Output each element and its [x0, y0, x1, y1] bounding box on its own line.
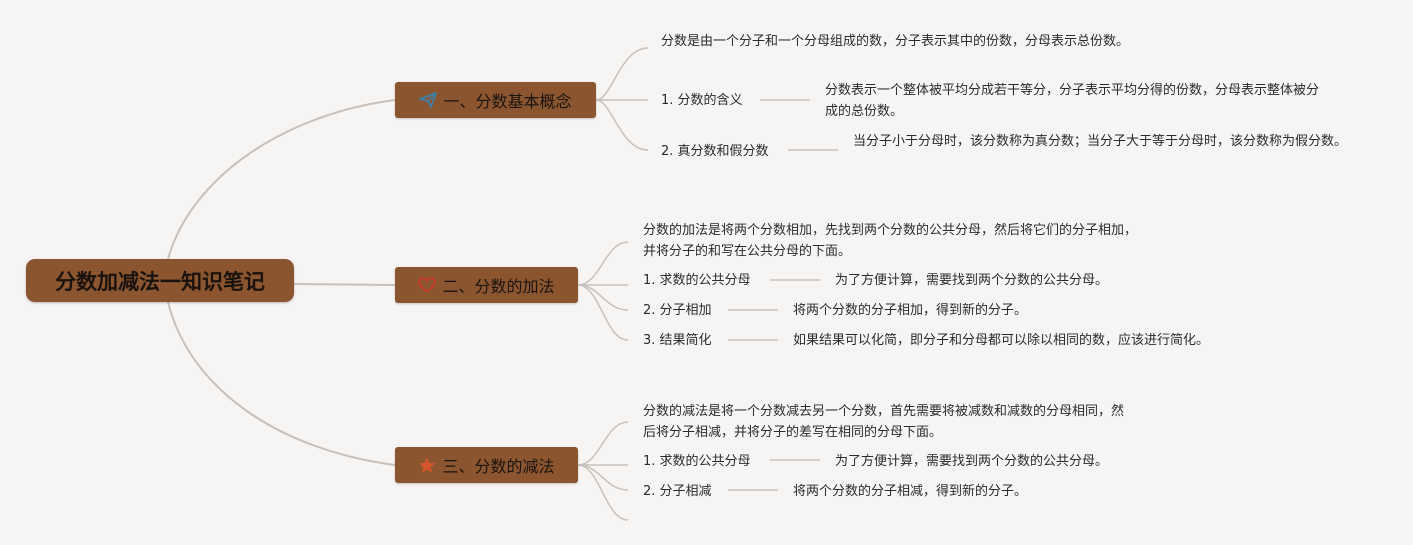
heart-icon	[418, 277, 437, 293]
branch1-item1-detail: 分数表示一个整体被平均分成若干等分，分子表示平均分得的份数，分母表示整体被分成的…	[825, 83, 1320, 119]
root-title: 分数加减法一知识笔记	[55, 269, 265, 294]
branch-label: 三、分数的减法	[442, 457, 555, 476]
connector-root-branch3	[167, 301, 396, 466]
branch1-summary: 分数是由一个分子和一个分母组成的数，分子表示其中的份数，分母表示总份数。	[661, 34, 1130, 49]
connector-b3-item2	[577, 464, 629, 491]
connector-b2-item2	[577, 284, 629, 311]
connector-b2-item3	[577, 284, 629, 341]
connector-b3-extra	[577, 464, 629, 521]
paper-plane-icon	[419, 92, 438, 108]
branch-node-subtraction[interactable]: 三、分数的减法	[395, 447, 578, 483]
branch1-item2-label: 2. 真分数和假分数	[661, 144, 769, 159]
branch-label: 二、分数的加法	[442, 277, 555, 296]
branch2-item3-detail: 如果结果可以化简，即分子和分母都可以除以相同的数，应该进行简化。	[793, 333, 1210, 348]
branch-label: 一、分数基本概念	[443, 92, 572, 111]
branch2-item2-detail: 将两个分数的分子相加，得到新的分子。	[793, 303, 1028, 318]
branch3-summary: 分数的减法是将一个分数减去另一个分数，首先需要将被减数和减数的分母相同，然后将分…	[643, 404, 1125, 440]
branch3-item1-label: 1. 求数的公共分母	[643, 454, 751, 469]
branch2-summary: 分数的加法是将两个分数相加，先找到两个分数的公共分母，然后将它们的分子相加，并将…	[643, 223, 1138, 259]
branch3-item2-label: 2. 分子相减	[643, 484, 712, 499]
branch3-item2-detail: 将两个分数的分子相减，得到新的分子。	[793, 484, 1028, 499]
connector-b1-item2	[595, 99, 649, 151]
branch2-item1-label: 1. 求数的公共分母	[643, 273, 751, 288]
branch1-item1-label: 1. 分数的含义	[661, 93, 743, 108]
connector-root-branch1	[167, 99, 396, 260]
branch2-item1-detail: 为了方便计算，需要找到两个分数的公共分母。	[835, 273, 1109, 288]
branch-node-concepts[interactable]: 一、分数基本概念	[395, 82, 596, 118]
connector-root-branch2	[293, 283, 396, 286]
branch3-item1-detail: 为了方便计算，需要找到两个分数的公共分母。	[835, 454, 1109, 469]
branch2-item3-label: 3. 结果简化	[643, 333, 712, 348]
branch2-item2-label: 2. 分子相加	[643, 303, 712, 318]
branch1-item2-detail: 当分子小于分母时，该分数称为真分数；当分子大于等于分母时，该分数称为假分数。	[853, 134, 1348, 149]
connector-b1-summary	[595, 47, 649, 101]
root-node[interactable]: 分数加减法一知识笔记	[26, 259, 294, 302]
connector-b2-summary	[577, 241, 629, 286]
star-icon	[418, 457, 436, 474]
branch-node-addition[interactable]: 二、分数的加法	[395, 267, 578, 303]
connector-b3-summary	[577, 421, 629, 466]
